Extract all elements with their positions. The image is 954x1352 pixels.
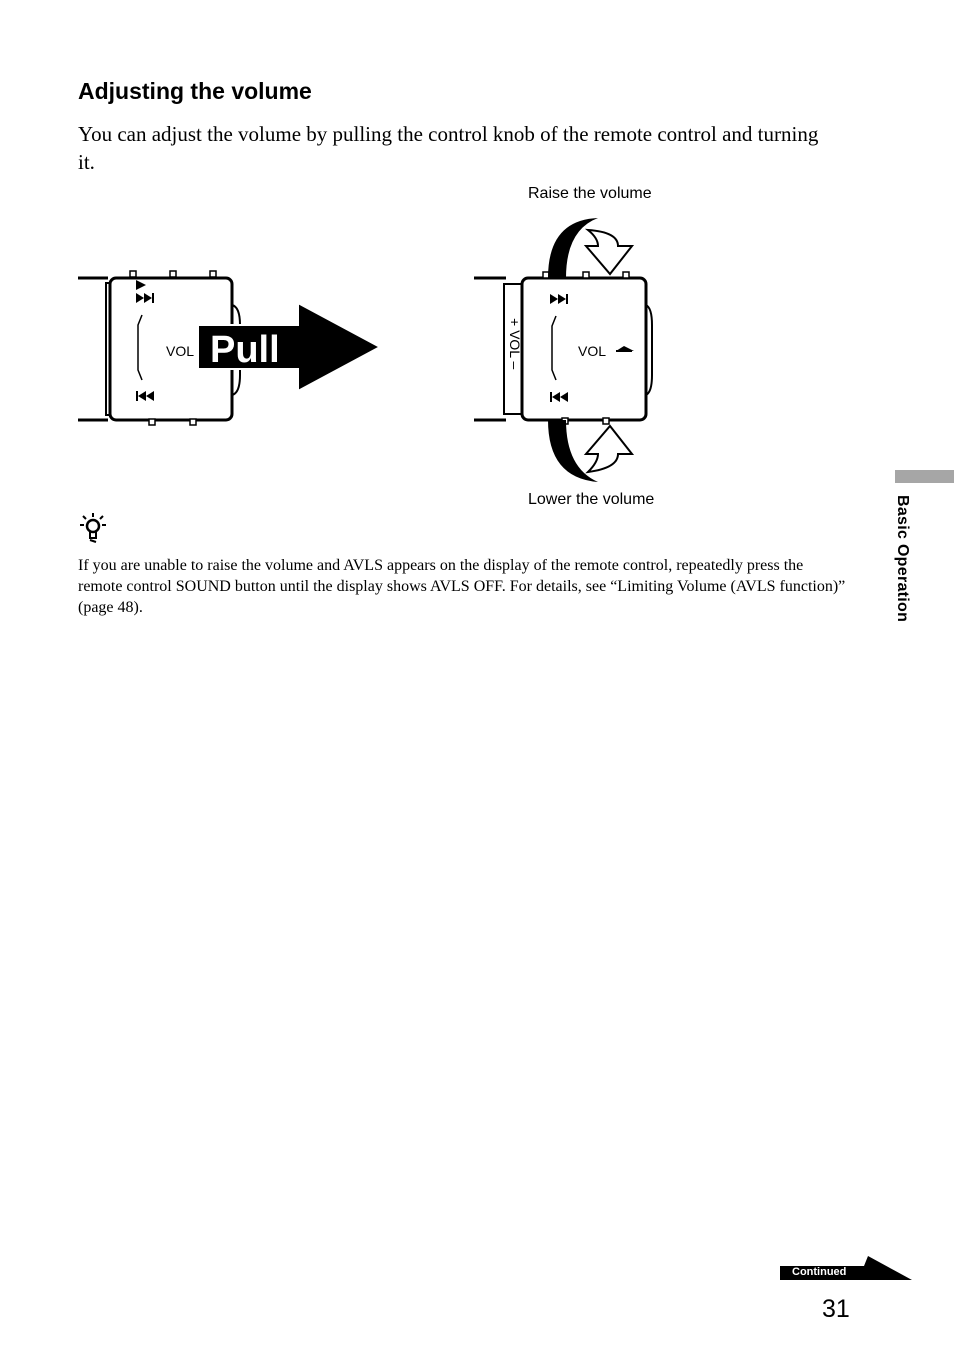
tip-paragraph: If you are unable to raise the volume an… bbox=[78, 557, 846, 616]
lower-arrow-icon bbox=[583, 424, 635, 474]
pull-label: Pull bbox=[210, 329, 280, 371]
lower-volume-caption: Lower the volume bbox=[528, 491, 655, 508]
continued-label: Continued bbox=[792, 1266, 847, 1278]
vol-label-right: VOL bbox=[578, 343, 606, 359]
intro-paragraph: You can adjust the volume by pulling the… bbox=[78, 122, 819, 174]
side-vol-label: + VOL – bbox=[507, 318, 523, 369]
next-track-icon bbox=[136, 293, 154, 303]
remote-turn-illustration: + VOL – VOL bbox=[474, 218, 653, 482]
play-icon bbox=[136, 280, 146, 290]
remote-pull-illustration: VOL Pull bbox=[78, 270, 383, 426]
page-number: 31 bbox=[822, 1295, 850, 1323]
previous-track-icon bbox=[550, 392, 568, 402]
pull-arrow: Pull bbox=[197, 301, 383, 393]
raise-volume-caption: Raise the volume bbox=[528, 185, 652, 202]
next-track-icon bbox=[550, 294, 568, 304]
jog-direction-arrow-icon bbox=[616, 346, 634, 352]
continued-arrow-icon bbox=[780, 1256, 912, 1280]
vol-label-left: VOL bbox=[166, 343, 194, 359]
section-heading: Adjusting the volume bbox=[78, 78, 312, 104]
lightbulb-hint-icon bbox=[80, 513, 106, 543]
section-tab-marker bbox=[895, 470, 954, 483]
raise-arrow-icon bbox=[583, 228, 635, 276]
previous-track-icon bbox=[136, 391, 154, 401]
section-side-label: Basic Operation bbox=[894, 495, 911, 623]
